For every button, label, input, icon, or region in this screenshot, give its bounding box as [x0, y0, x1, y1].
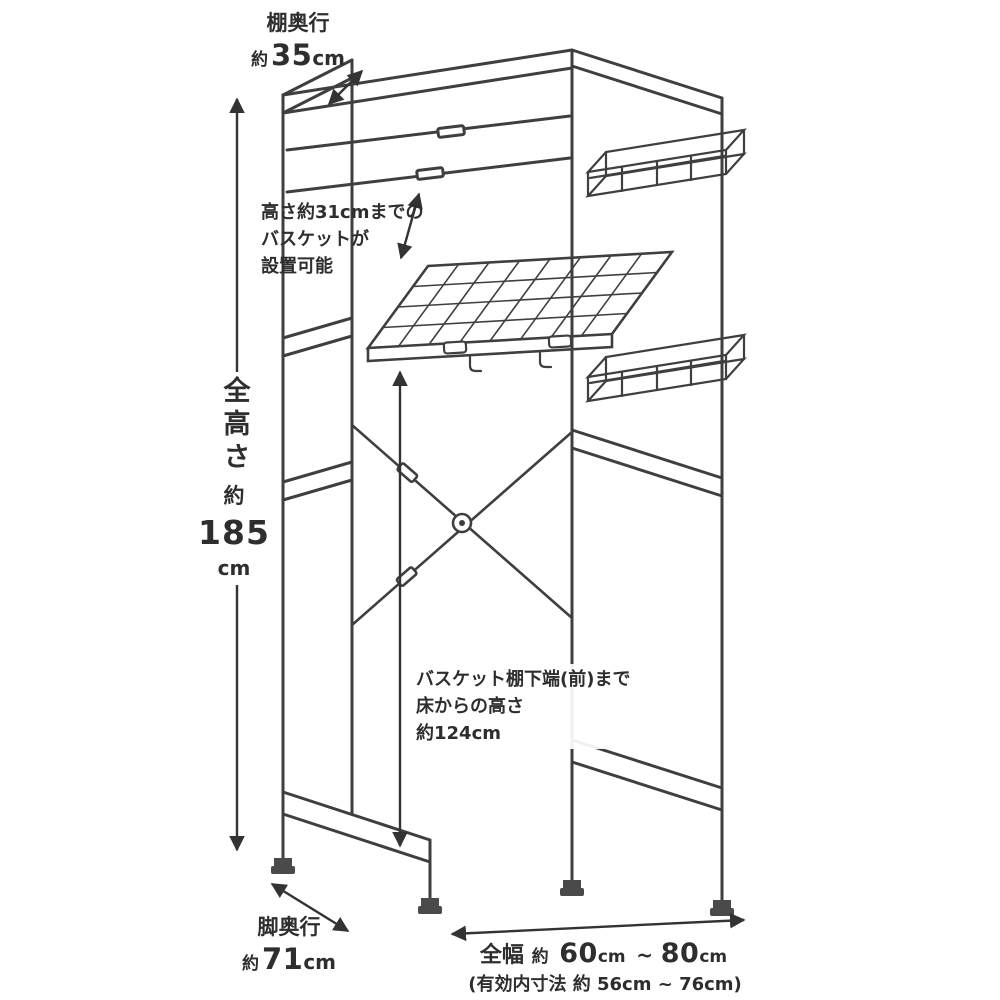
unit-text: cm	[312, 46, 346, 71]
total-height-label: 全高さ 約 185 cm	[196, 372, 272, 586]
note-line: 高さ約31cmまでの	[261, 202, 424, 223]
note-line: 約124cm	[416, 723, 501, 744]
shelf-hook-icon	[538, 351, 553, 369]
side-basket-lower	[585, 333, 747, 403]
note-line: バスケットが	[261, 229, 369, 250]
shelf-hook-icon	[468, 355, 483, 373]
approx-text: 約	[241, 954, 259, 975]
basket-clearance-arrow	[397, 192, 423, 260]
total-height-title: 全高さ	[218, 376, 250, 475]
approx-text: 約	[250, 50, 268, 71]
shelf-depth-title: 棚奥行	[266, 11, 330, 35]
leg-depth-arrow	[270, 882, 350, 933]
value-text: 60	[559, 938, 598, 969]
total-width-main: 全幅 約 60cm ~ 80cm	[450, 936, 760, 971]
shelf-depth-arrow	[327, 69, 364, 106]
total-width-inner: (有効内寸法 約 56cm ~ 76cm)	[468, 974, 742, 996]
total-width-arrow	[450, 912, 746, 942]
hanging-rails	[285, 114, 572, 194]
note-line: 設置可能	[261, 256, 333, 277]
side-basket-upper	[585, 128, 747, 198]
approx-text: 約	[531, 947, 549, 967]
unit-text: cm	[597, 947, 626, 967]
tilde-text: ~	[636, 943, 654, 967]
side-panel-bars	[281, 316, 724, 812]
cross-brace	[350, 423, 574, 627]
value-text: 71	[261, 942, 304, 977]
unit-text: cm	[699, 947, 728, 967]
basket-clearance-note: 高さ約31cmまでの バスケットが 設置可能	[261, 199, 423, 280]
total-width-label: 全幅 約 60cm ~ 80cm (有効内寸法 約 56cm ~ 76cm)	[450, 936, 760, 996]
note-line: バスケット棚下端(前)まで	[416, 669, 631, 690]
approx-text: 約	[223, 484, 245, 508]
note-line: 床からの高さ	[416, 696, 524, 717]
value-text: 80	[660, 938, 700, 969]
mesh-basket-shelf	[365, 250, 675, 373]
unit-text: cm	[217, 556, 251, 581]
value-text: 35	[270, 38, 313, 73]
unit-text: cm	[303, 950, 337, 975]
leg-depth-title: 脚奥行	[257, 915, 321, 939]
shelf-clamp-icon	[547, 334, 573, 349]
value-text: 185	[198, 513, 270, 553]
shelf-clamp-icon	[442, 340, 468, 355]
feet	[271, 858, 734, 916]
leg-frames	[281, 790, 432, 900]
floor-height-note: バスケット棚下端(前)まで 床からの高さ 約124cm	[412, 664, 635, 749]
prefix-text: 全幅	[479, 943, 524, 968]
